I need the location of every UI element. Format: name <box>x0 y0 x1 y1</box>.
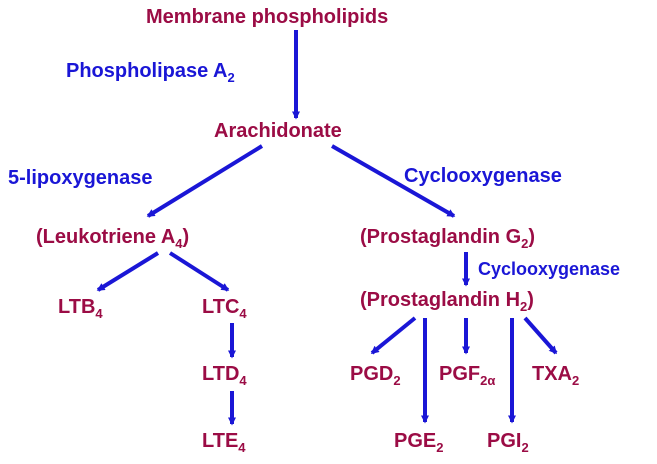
arrow-arachidonate-to-prostaglandin-g2 <box>331 144 456 218</box>
arachidonate-label: Arachidonate <box>214 120 342 142</box>
ltb4-label: LTB4 <box>58 296 103 321</box>
prostaglandin-g2-label: (Prostaglandin G2) <box>360 226 536 251</box>
lte4-label: LTE4 <box>202 430 246 455</box>
prostaglandin-h2-label: (Prostaglandin H2) <box>360 289 534 314</box>
leukotriene-a4-label: (Leukotriene A4) <box>36 226 190 251</box>
ltd4-label: LTD4 <box>202 363 247 388</box>
arrow-arachidonate-to-leukotriene <box>146 144 264 218</box>
pge2-label: PGE2 <box>394 430 444 455</box>
ltc4-label: LTC4 <box>202 296 247 321</box>
cyclooxygenase-second-label: Cyclooxygenase <box>478 259 621 279</box>
membrane-phospholipids-label: Membrane phospholipids <box>146 6 389 28</box>
pgf2a-label: PGF2α <box>439 363 496 388</box>
arrow-leukotriene-to-ltb4 <box>96 251 160 292</box>
phospholipase-a2-label: Phospholipase A2 <box>66 60 235 85</box>
pgd2-label: PGD2 <box>350 363 401 388</box>
arrow-leukotriene-to-ltc4 <box>168 251 230 292</box>
pgi2-label: PGI2 <box>487 430 529 455</box>
5-lipoxygenase-label: 5-lipoxygenase <box>8 167 153 189</box>
cyclooxygenase-label: Cyclooxygenase <box>404 165 562 187</box>
txa2-label: TXA2 <box>532 363 580 388</box>
arrow-pgh2-to-pgd2 <box>370 316 417 355</box>
arrow-pgh2-to-txa2 <box>523 316 558 355</box>
